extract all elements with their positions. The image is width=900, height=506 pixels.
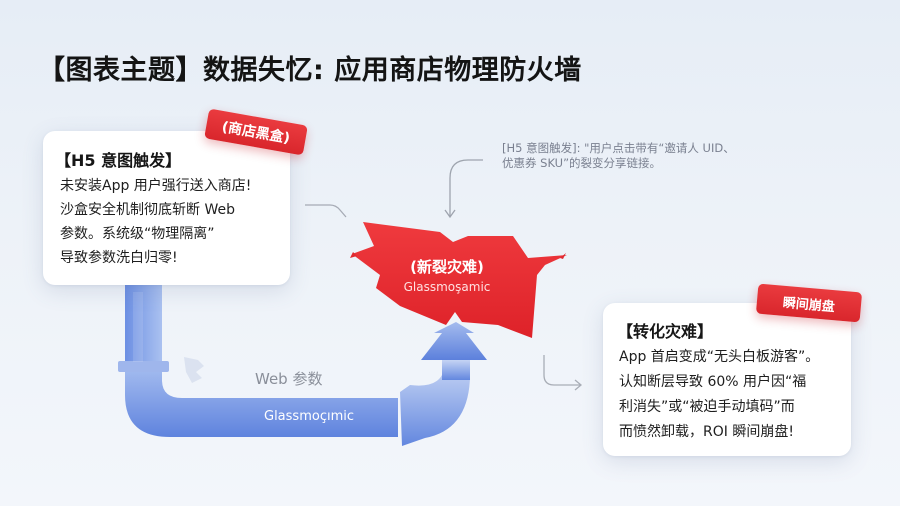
body-line: 导致参数洗白归零! — [60, 250, 178, 266]
ghost-fragment-icon — [184, 357, 204, 383]
pipe-label: Web 参数 — [255, 370, 323, 388]
pipe-left — [118, 285, 398, 437]
arrow-to-right-card-icon — [543, 355, 583, 391]
body-line: 沙盒安全机制彻底斩断 Web — [60, 202, 235, 218]
conversion-disaster-body: App 首启变成“无头白板游客”。 认知断层导致 60% 用户因“福 利消失”或… — [619, 345, 819, 445]
annotation-arrow-icon — [444, 159, 483, 219]
body-line: 参数。系统级“物理隔离” — [60, 226, 215, 242]
disaster-burst — [350, 222, 567, 338]
conversion-disaster-heading: 【转化灾难】 — [617, 322, 714, 341]
body-line: 未安装App 用户强行送入商店! — [60, 178, 252, 194]
connector-left-line — [305, 204, 347, 218]
h5-intent-heading: 【H5 意图触发】 — [55, 151, 182, 170]
annotation-line: 优惠券 SKU”的裂变分享链接。 — [502, 156, 662, 170]
burst-sublabel: Glassmoşamic — [403, 280, 491, 294]
burst-label: (新裂灾难) — [410, 258, 484, 276]
page-title: 【图表主题】数据失忆: 应用商店物理防火墙 — [38, 55, 582, 86]
body-line: 而愤然卸载，ROI 瞬间崩盘! — [619, 424, 794, 440]
body-line: App 首启变成“无头白板游客”。 — [619, 349, 820, 365]
pipe-sublabel: Glassmoçımic — [264, 409, 354, 424]
pipe-upturn-arrow — [400, 322, 487, 446]
body-line: 利消失”或“被迫手动填码”而 — [619, 399, 795, 415]
h5-intent-body: 未安装App 用户强行送入商店! 沙盒安全机制彻底斩断 Web 参数。系统级“物… — [60, 174, 251, 270]
body-line: 认知断层导致 60% 用户因“福 — [619, 374, 807, 390]
conversion-disaster-card: 【转化灾难】 App 首启变成“无头白板游客”。 认知断层导致 60% 用户因“… — [603, 303, 851, 456]
h5-intent-card: 【H5 意图触发】 未安装App 用户强行送入商店! 沙盒安全机制彻底斩断 We… — [43, 131, 290, 285]
annotation-line: [H5 意图触发]: "用户点击带有“邀请人 UID、 — [502, 141, 735, 155]
trigger-annotation: [H5 意图触发]: "用户点击带有“邀请人 UID、 优惠券 SKU”的裂变分… — [502, 141, 735, 171]
